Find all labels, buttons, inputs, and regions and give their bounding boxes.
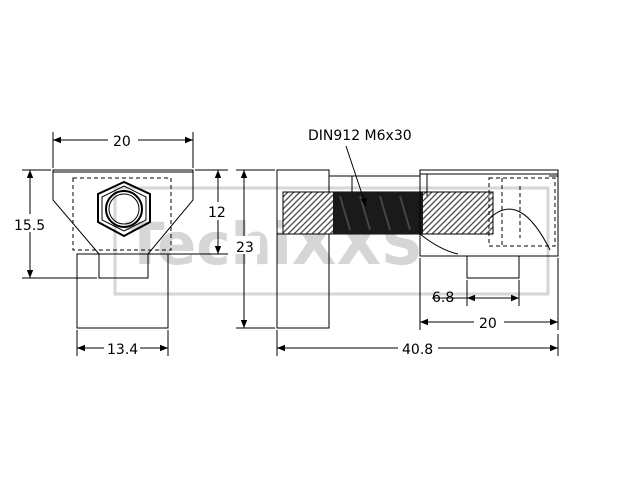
dimension-label: 20 [113, 134, 131, 150]
dimension-label: 15.5 [14, 218, 45, 234]
dimension-right-block-length: 20 [419, 258, 559, 332]
dimension-overall-length: 40.8 [276, 330, 559, 358]
dimension-side-upper-height: 12 [150, 169, 229, 255]
dimension-label: 13.4 [107, 342, 138, 358]
front-view [52, 169, 194, 329]
side-view [276, 169, 559, 329]
callout-label: DIN912 M6x30 [308, 128, 412, 144]
dimension-label: 12 [208, 205, 226, 221]
dimension-front-bottom-width: 13.4 [76, 330, 169, 358]
dimension-side-overall-height: 23 [234, 169, 275, 329]
dimension-label: 6.8 [432, 290, 454, 306]
dimension-right-stud-width: 6.8 [432, 280, 520, 306]
dimension-label: 40.8 [402, 342, 433, 358]
bolt-callout: DIN912 M6x30 [308, 128, 412, 207]
dimension-label: 20 [479, 316, 497, 332]
dimension-front-width: 20 [52, 130, 194, 168]
dimension-label: 23 [236, 240, 254, 256]
dimension-front-height: 15.5 [14, 169, 97, 279]
